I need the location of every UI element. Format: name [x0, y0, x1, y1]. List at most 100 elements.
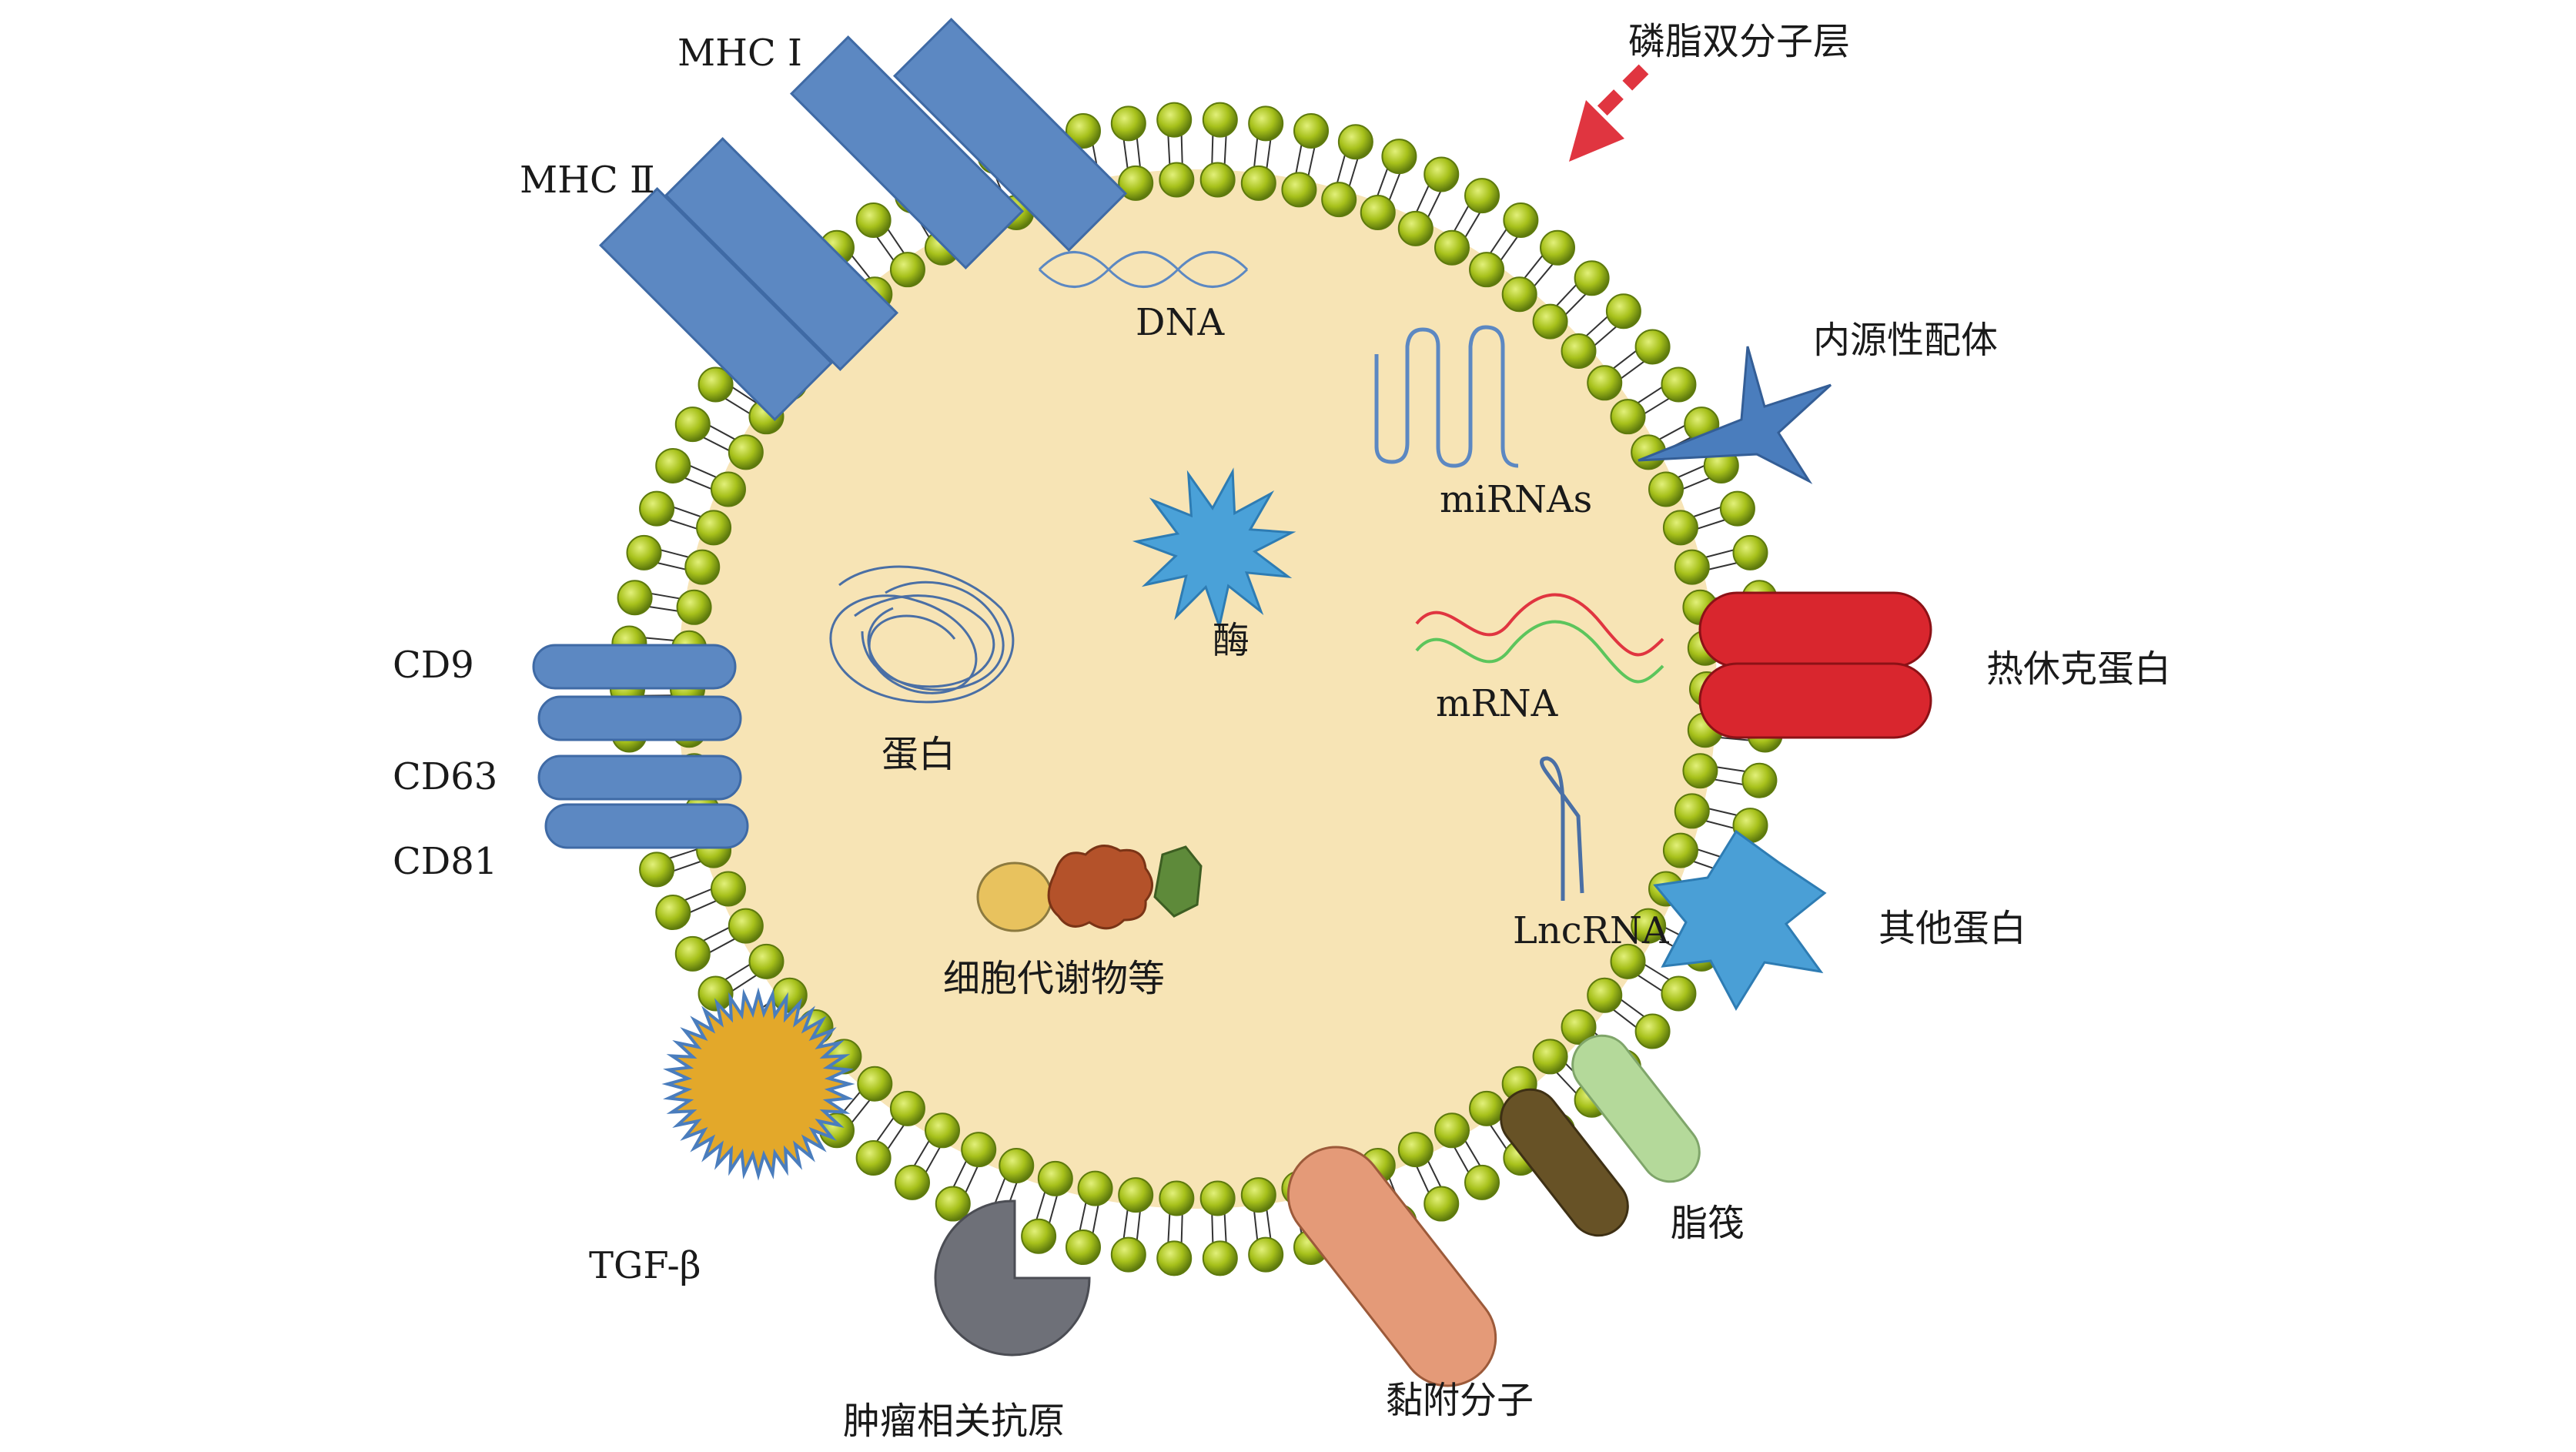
exosome-lumen [677, 169, 1717, 1209]
lipid-tail [704, 935, 740, 955]
lipid-head [710, 471, 746, 507]
lipid-tail [1462, 208, 1484, 243]
lipid-tail [655, 547, 694, 560]
other-protein-shape [1653, 829, 1827, 1012]
lipid-tail [884, 225, 908, 258]
mirnas-shape [1374, 325, 1519, 468]
lipid-raft-dark [1500, 1088, 1629, 1237]
lipid-tail [1633, 972, 1667, 995]
label-cd81: CD81 [393, 840, 498, 883]
mhc-proteins [598, 17, 1128, 422]
lipid-head [617, 580, 653, 616]
lipid-head [999, 1147, 1035, 1183]
lipid-head [1464, 1164, 1500, 1200]
lipid-head [1561, 333, 1597, 370]
lipid-head [1674, 549, 1710, 585]
lipid-head [1423, 1186, 1460, 1222]
lipid-tail [728, 972, 761, 995]
lipid-tail [1692, 517, 1730, 531]
lipid-tail [1136, 1206, 1142, 1245]
lipid-tail [884, 1120, 908, 1153]
metabolites-shape [976, 845, 1203, 932]
lipid-tail [1253, 133, 1259, 172]
bilayer-arrow [1569, 64, 1649, 162]
lipid-tail [1425, 1156, 1444, 1192]
lipid-tail [1136, 133, 1142, 172]
lipid-tail [646, 591, 685, 601]
lipid-head [639, 490, 675, 527]
lipid-tail [1581, 313, 1612, 340]
lipid-tail [962, 1161, 981, 1198]
lipid-head [676, 589, 712, 625]
label-protein: 蛋白 [882, 733, 956, 776]
lipid-head [1159, 162, 1195, 198]
lipid-tail [848, 251, 874, 283]
lipid-tail [873, 232, 898, 265]
lipid-head [1605, 293, 1641, 330]
lipid-head [857, 1066, 893, 1102]
lipid-head [1610, 399, 1646, 435]
lipid-tail [721, 395, 754, 417]
lipid-tail [1561, 289, 1590, 319]
lipid-tail [1616, 995, 1649, 1020]
lipid-tail [1451, 1142, 1472, 1177]
lipid-tail [1180, 130, 1183, 169]
lipid-head [1240, 1177, 1276, 1213]
tetraspanins [532, 644, 749, 849]
lipid-tail [951, 1156, 969, 1192]
label-bilayer: 磷脂双分子层 [1628, 20, 1851, 63]
lipid-head [1065, 1230, 1101, 1266]
lipid-head [674, 935, 711, 972]
mhc-2-bar-a [664, 136, 899, 372]
lipid-tail [1552, 280, 1581, 310]
lipid-tail [1640, 961, 1674, 983]
lipid-tail [664, 517, 702, 531]
label-enzyme: 酶 [1213, 619, 1250, 662]
lipid-tail [1413, 180, 1432, 217]
lipid-head [639, 851, 675, 888]
lipid-head [1741, 762, 1778, 798]
dna-shape [1038, 251, 1249, 288]
lipid-tail [668, 858, 706, 874]
lipid-tail [1180, 1209, 1183, 1248]
lipid-head [748, 943, 785, 979]
lipid-head [855, 202, 892, 238]
lipid-head [1661, 366, 1697, 403]
lipid-tail [1122, 1204, 1129, 1243]
heat-shock-bar-2 [1698, 662, 1932, 739]
lipid-head [728, 434, 764, 470]
lipid-tail [1711, 765, 1751, 773]
lipid-head [1501, 276, 1537, 313]
lipid-tail [1167, 1209, 1171, 1248]
lipid-head [1199, 162, 1236, 198]
lipid-head [684, 549, 721, 585]
lipid-head [626, 534, 662, 570]
metabolite-green [1153, 845, 1203, 918]
lipid-tail [1223, 1209, 1227, 1248]
lipid-head [728, 908, 764, 944]
cd-bar-2 [537, 695, 742, 741]
lipid-head [889, 252, 925, 288]
label-tumor-antigen: 肿瘤相关抗原 [843, 1400, 1066, 1443]
lipid-head [1469, 1090, 1505, 1126]
lipid-tail [1211, 130, 1214, 169]
lipid-head [1661, 975, 1697, 1012]
label-dna: DNA [1136, 301, 1225, 344]
adhesion-molecule-shape [1286, 1146, 1497, 1387]
lipid-head [1719, 490, 1755, 527]
mhc-1-bar-a [789, 35, 1025, 270]
lipid-head [895, 1164, 930, 1200]
label-other-protein: 其他蛋白 [1878, 907, 2027, 950]
lipid-head [1464, 178, 1500, 214]
lipid-head [710, 871, 746, 907]
lipid-tail [680, 475, 717, 492]
lipid-tail [641, 636, 679, 642]
lipid-tail [1047, 1190, 1059, 1228]
lipid-tail [1704, 560, 1742, 572]
lipid-tail [1487, 225, 1510, 258]
lipid-tail [685, 463, 721, 480]
lipid-head [1634, 1013, 1671, 1049]
lipid-tail [1223, 130, 1227, 169]
cd63-bar [537, 754, 742, 801]
lipid-head [655, 895, 691, 931]
